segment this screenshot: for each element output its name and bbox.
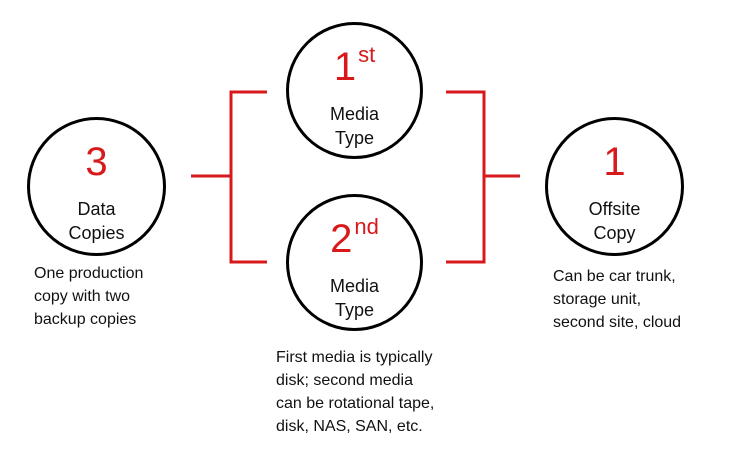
second-media-label-line2: Type bbox=[334, 300, 375, 320]
data-copies-caption: One production copy with two backup copi… bbox=[34, 262, 143, 331]
media-type-caption-line: First media is typically bbox=[276, 349, 433, 366]
offsite-copy-number: 1 bbox=[603, 140, 626, 184]
right-bracket bbox=[446, 90, 486, 264]
second-media-type-circle: 2nd Media Type bbox=[286, 194, 423, 331]
data-copies-number: 3 bbox=[85, 140, 108, 184]
offsite-copy-caption-line: second site, cloud bbox=[553, 314, 682, 331]
media-type-caption: First media is typically disk; second me… bbox=[276, 346, 434, 438]
left-bracket bbox=[229, 90, 267, 264]
data-copies-caption-line: copy with two bbox=[34, 288, 131, 305]
first-media-label-line2: Type bbox=[334, 128, 375, 148]
data-copies-caption-line: backup copies bbox=[34, 311, 137, 328]
offsite-copy-caption-line: Can be car trunk, bbox=[553, 268, 676, 285]
media-type-caption-line: disk, NAS, SAN, etc. bbox=[276, 418, 423, 435]
second-media-number: 2 bbox=[330, 217, 353, 261]
offsite-copy-circle: 1 Offsite Copy bbox=[545, 117, 684, 256]
first-media-label-line1: Media bbox=[329, 104, 380, 124]
data-copies-label-line1: Data bbox=[77, 199, 116, 219]
offsite-copy-caption: Can be car trunk, storage unit, second s… bbox=[553, 265, 681, 334]
offsite-copy-caption-line: storage unit, bbox=[553, 291, 642, 308]
media-type-caption-line: disk; second media bbox=[276, 372, 413, 389]
offsite-copy-label-line2: Copy bbox=[593, 223, 636, 243]
first-media-type-circle: 1st Media Type bbox=[286, 22, 423, 159]
media-type-caption-line: can be rotational tape, bbox=[276, 395, 435, 412]
second-media-label-line1: Media bbox=[329, 276, 380, 296]
offsite-copy-label-line1: Offsite bbox=[588, 199, 641, 219]
first-media-ordinal: 1st bbox=[289, 44, 420, 89]
first-media-number: 1 bbox=[333, 45, 357, 89]
second-media-ordinal: 2nd bbox=[289, 216, 420, 261]
data-copies-circle: 3 Data Copies bbox=[27, 117, 166, 256]
data-copies-label-line2: Copies bbox=[68, 223, 125, 243]
data-copies-caption-line: One production bbox=[34, 265, 144, 282]
first-media-suffix: st bbox=[358, 42, 376, 67]
second-media-suffix: nd bbox=[354, 214, 379, 239]
